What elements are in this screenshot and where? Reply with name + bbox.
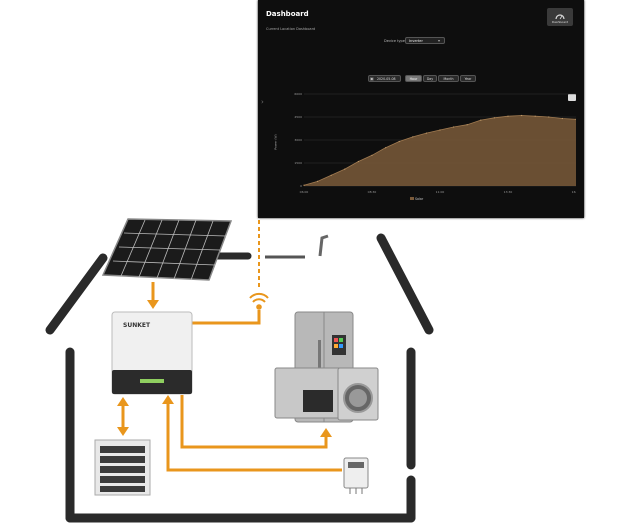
logo-label: Dashboard <box>551 20 569 24</box>
device-type-select[interactable]: Inverter <box>405 37 445 44</box>
meter-icon <box>343 457 369 494</box>
washing-machine-icon <box>337 367 379 421</box>
power-chart: 6000 4500 3000 1500 0 06:00 08:30 11:00 13:30 16:… <box>294 92 576 194</box>
chart-legend: Solar <box>410 197 423 201</box>
solar-point <box>453 126 455 128</box>
battery-rack-icon <box>94 439 151 496</box>
microwave-icon <box>274 367 346 419</box>
dashboard-subtitle: Current Location Dashboard <box>266 27 316 31</box>
dashboard-window: Dashboard Current Location Dashboard Das… <box>258 0 584 218</box>
solar-panel-icon <box>101 218 233 281</box>
gauge-icon <box>555 14 565 20</box>
roof-left <box>45 253 108 335</box>
x-tick-label: 06:00 <box>300 190 309 194</box>
legend-label: Solar <box>415 197 424 201</box>
device-type-label: Device type <box>384 39 405 43</box>
inverter-icon <box>111 311 193 395</box>
solar-point <box>357 160 359 163</box>
export-button[interactable] <box>568 94 576 101</box>
y-tick-label: 6000 <box>294 92 302 96</box>
solar-point <box>425 132 427 134</box>
solar-point <box>561 117 563 120</box>
solar-point <box>521 114 523 117</box>
solar-point <box>493 117 495 119</box>
dashboard-title: Dashboard <box>266 10 309 18</box>
wifi-icon <box>249 292 269 310</box>
y-tick-label: 4500 <box>294 115 302 119</box>
date-picker[interactable]: 2020-05-08 <box>368 75 401 82</box>
x-tick-label: 13:30 <box>504 190 513 194</box>
legend-swatch <box>410 197 414 200</box>
solar-point <box>480 119 482 121</box>
solar-point <box>507 115 509 117</box>
dashboard-logo-button[interactable] <box>547 8 573 26</box>
chimney-icon <box>318 234 329 257</box>
solar-point <box>303 184 305 186</box>
solar-point <box>412 136 414 138</box>
x-tick-label: 08:30 <box>368 190 377 194</box>
inverter-brand: SUNKET <box>123 322 151 329</box>
solar-point <box>575 118 576 120</box>
y-tick-label: 3000 <box>294 138 302 142</box>
roof-right <box>376 233 434 335</box>
chevron-right-icon[interactable]: › <box>261 98 264 106</box>
solar-point <box>317 180 319 182</box>
solar-area <box>304 115 576 186</box>
x-tick-label: 11:00 <box>436 190 445 194</box>
range-year-button[interactable]: Year <box>460 75 476 82</box>
y-tick-label: 1500 <box>294 161 302 165</box>
x-tick-label: 16:00 <box>572 190 576 194</box>
solar-point <box>330 174 332 176</box>
range-day-button[interactable]: Day <box>423 75 437 82</box>
y-tick-label: 0 <box>300 184 302 188</box>
solar-point <box>385 147 387 149</box>
solar-point <box>534 115 536 117</box>
solar-point <box>466 124 468 126</box>
range-hour-button[interactable]: Hour <box>405 75 422 82</box>
solar-point <box>398 140 400 143</box>
solar-point <box>439 129 441 131</box>
range-month-button[interactable]: Month <box>438 75 459 82</box>
chevron-down-icon: ▾ <box>438 38 441 43</box>
solar-point <box>344 168 346 170</box>
solar-point <box>548 116 550 118</box>
solar-point <box>371 154 373 156</box>
calendar-icon: ▣ <box>370 75 374 81</box>
